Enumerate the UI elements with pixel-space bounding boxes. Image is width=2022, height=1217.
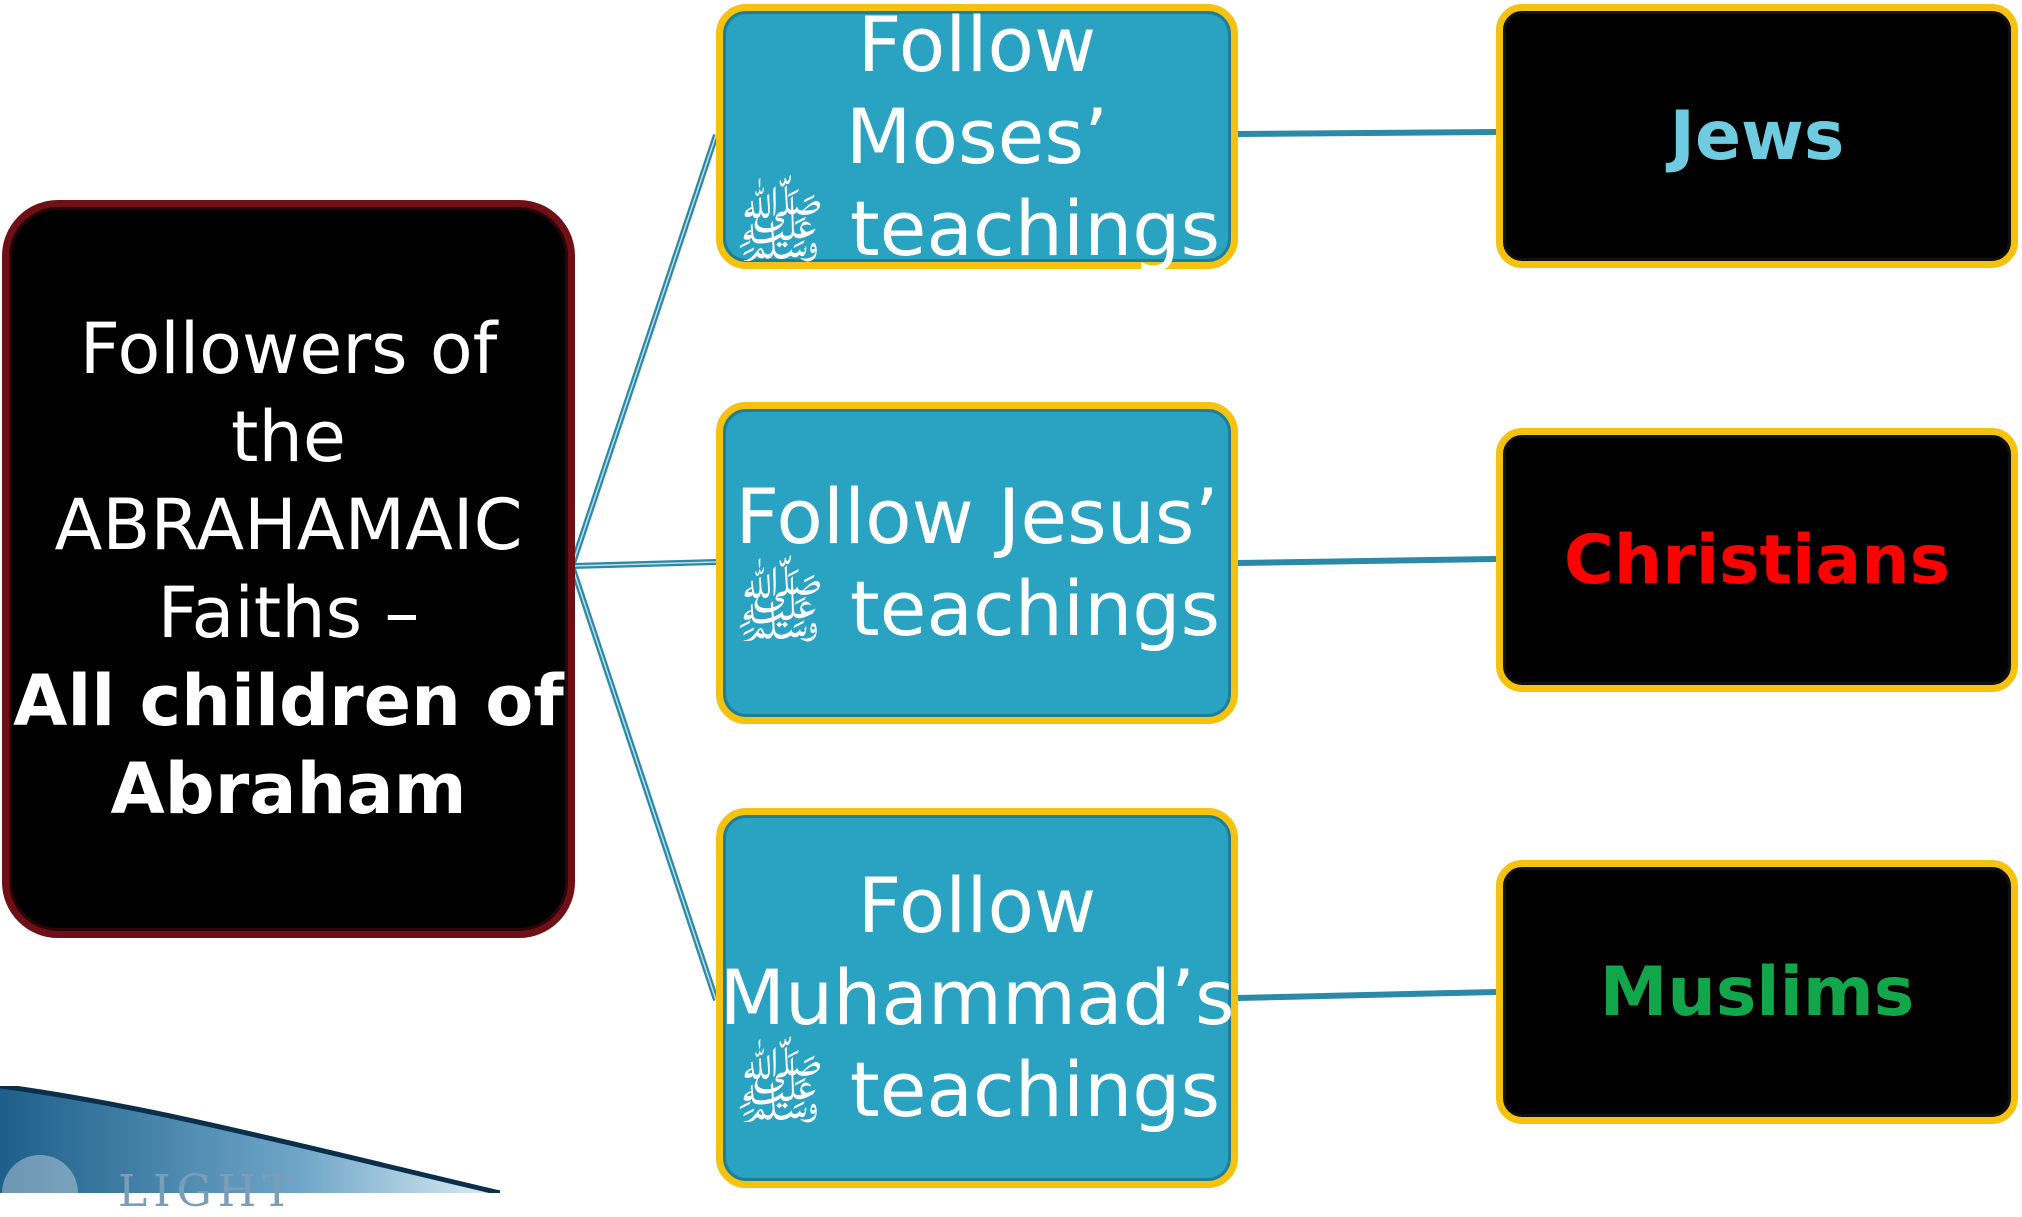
teaching-muhammad-line-2: Muhammad’s — [719, 953, 1235, 1042]
group-label-jews: Jews — [1669, 96, 1845, 176]
teaching-moses-line-1: Follow Moses’ — [845, 0, 1109, 181]
connector-moses-jews — [1237, 129, 1497, 137]
root-node-abrahamic-faiths: Followers of the ABRAHAMAIC Faiths – All… — [2, 200, 575, 938]
teaching-muhammad-line-1: Follow — [857, 861, 1097, 950]
teaching-node-jesus: Follow Jesus’ ﷺ teachings — [716, 402, 1238, 724]
connector-muhammad-muslims — [1237, 989, 1497, 1001]
teaching-muhammad-line-3: ﷺ teachings — [733, 1045, 1221, 1134]
group-node-muslims: Muslims — [1496, 860, 2018, 1124]
teaching-node-muhammad: Follow Muhammad’s ﷺ teachings — [716, 808, 1238, 1188]
teaching-node-moses: Follow Moses’ ﷺ teachings — [716, 0, 1238, 273]
root-line-2: the — [231, 396, 346, 478]
root-line-5: All children of — [13, 660, 564, 742]
logo-swoosh — [0, 1086, 500, 1193]
group-label-christians: Christians — [1563, 520, 1951, 600]
root-line-1: Followers of — [79, 308, 498, 390]
group-node-jews: Jews — [1496, 4, 2018, 268]
connector-jesus-christians — [1237, 556, 1497, 566]
group-label-muslims: Muslims — [1599, 952, 1915, 1032]
teaching-jesus-line-1: Follow Jesus’ — [735, 472, 1219, 561]
root-line-3: ABRAHAMAIC — [54, 484, 523, 566]
teaching-jesus-line-2: ﷺ teachings — [733, 564, 1221, 653]
root-node-text: Followers of the ABRAHAMAIC Faiths – All… — [13, 305, 564, 833]
root-line-6: Abraham — [110, 748, 467, 830]
group-node-christians: Christians — [1496, 428, 2018, 692]
root-line-4: Faiths – — [157, 572, 420, 654]
logo-text: LIGHT — [118, 1166, 298, 1217]
teaching-moses-line-2: ﷺ teachings — [733, 183, 1221, 273]
